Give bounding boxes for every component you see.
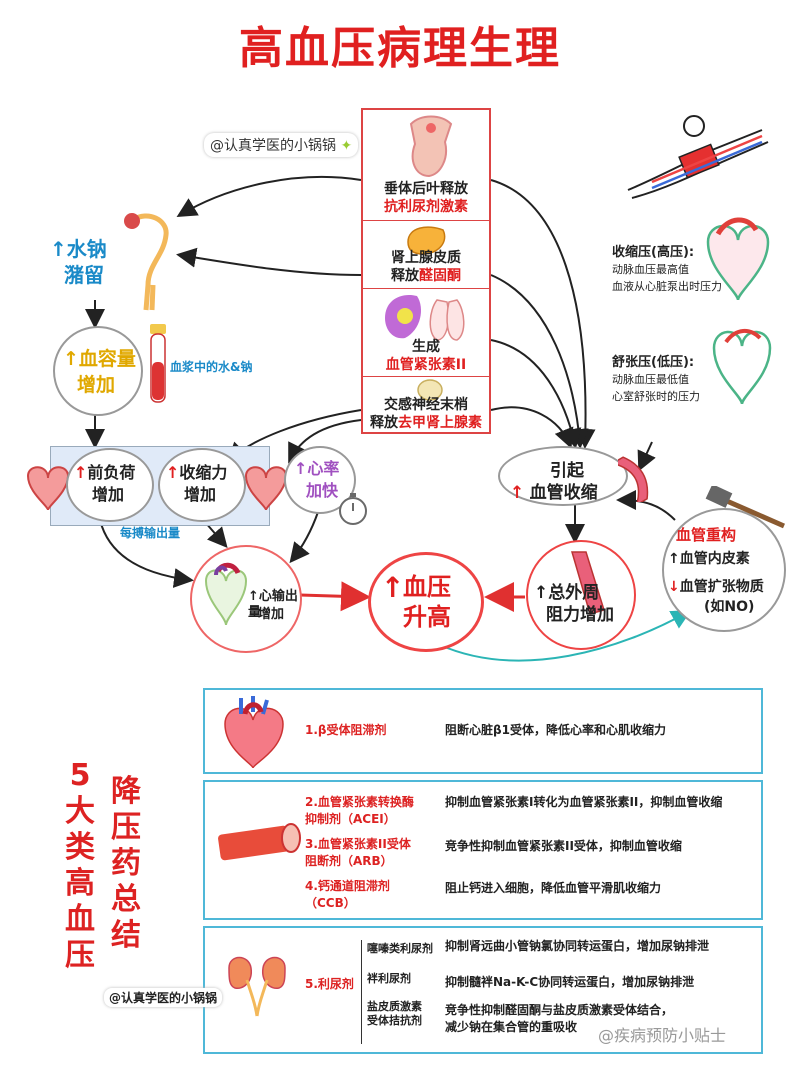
nerve-ending-icon: [417, 379, 443, 401]
remodeling-node: 血管重构 ↑血管内皮素 ↓血管扩张物质 (如NO): [662, 508, 786, 632]
mechanism-3-line2: 血管紧张素II: [385, 357, 467, 373]
water-sodium-node: ↑水钠 潴留: [50, 237, 107, 287]
mechanism-2-line2a: 释放: [391, 268, 419, 284]
mechanism-1-line2: 抗利尿剂激素: [384, 199, 468, 215]
drug-5-sub1-desc: 抑制肾远曲小管钠氯协同转运蛋白，增加尿钠排泄: [445, 939, 710, 953]
mechanism-3-line1: 生成: [412, 339, 440, 355]
drug-panel-diuretic: 5.利尿剂 噻嗪类利尿剂 抑制肾远曲小管钠氯协同转运蛋白，增加尿钠排泄 袢利尿剂…: [203, 926, 763, 1054]
drug-5-sub2-name: 袢利尿剂: [367, 972, 411, 985]
drug-1-name: 1.β受体阻滞剂: [305, 723, 387, 737]
adrenal-icon: [407, 226, 446, 255]
drug-3-desc: 竞争性抑制血管紧张素II受体，抑制血管收缩: [445, 839, 682, 853]
blood-volume-node: ↑血容量 增加: [53, 326, 143, 416]
drug-3-name: 3.血管紧张素II受体 阻断剂（ARB）: [305, 837, 411, 868]
drug-2-name: 2.血管紧张素转换酶 抑制剂（ACEI）: [305, 795, 414, 826]
side-title-col1: 5 大 类 高 血 压: [65, 758, 95, 973]
contractility-node: ↑收缩力 增加: [158, 448, 246, 522]
mechanism-box: 垂体后叶释放 抗利尿剂激素 肾上腺皮质 释放醛固酮 生成 血管紧张素II 交感神…: [361, 108, 491, 434]
mechanism-4-line2b: 去甲肾上腺素: [398, 415, 482, 431]
drug-5-sub1-name: 噻嗪类利尿剂: [367, 942, 433, 955]
mechanism-2-line2b: 醛固酮: [419, 268, 461, 284]
systolic-note: 收缩压(高压): 动脉血压最高值 血液从心脏泵出时压力: [612, 245, 722, 293]
side-title-col2: 降 压 药 总 结: [111, 774, 141, 953]
plasma-label: 血浆中的水&钠: [170, 360, 253, 374]
cardiac-output-node: ↑心输出量 增加: [190, 545, 302, 653]
constricted-vessel-icon: [618, 456, 649, 502]
peripheral-resistance-node: ↑总外周 阻力增加: [526, 540, 636, 650]
heart-systole-icon: [706, 217, 770, 301]
heart-muscle-icon: [244, 466, 288, 511]
mechanism-4-line2a: 释放: [370, 415, 398, 431]
sparkle-icon: ✦: [340, 138, 353, 154]
blood-vessel-icon: [218, 823, 301, 861]
divider: [363, 376, 489, 377]
mechanism-4-line1: 交感神经末梢: [384, 397, 468, 413]
heart-muscle-icon: [26, 466, 70, 511]
blood-tube-icon: [150, 324, 166, 403]
stroke-output-label: 每搏输出量: [120, 526, 181, 540]
drug-5-sub3-name: 盐皮质激素 受体拮抗剂: [367, 1000, 422, 1027]
kidney-tubule-icon: [124, 213, 169, 311]
heart-icon: [204, 562, 248, 626]
bp-rise-node: ↑ 血压 升高: [368, 552, 484, 652]
kidneys-icon: [228, 956, 286, 1017]
hammer-icon: [705, 486, 786, 529]
drug-panel-vascular: 2.血管紧张素转换酶 抑制剂（ACEI） 抑制血管紧张素I转化为血管紧张素II，…: [203, 780, 763, 920]
drug-panel-beta-blocker: 1.β受体阻滞剂 阻断心脏β1受体，降低心率和心肌收缩力: [203, 688, 763, 774]
lungs-liver-icon: [385, 294, 465, 341]
page-title: 高血压病理生理: [239, 23, 561, 74]
mechanism-1-line1: 垂体后叶释放: [384, 181, 468, 197]
pituitary-icon: [409, 115, 453, 178]
vessel-icon: [571, 551, 605, 615]
divider: [363, 220, 489, 221]
drug-5-name: 5.利尿剂: [305, 977, 354, 991]
heart-organ-icon: [224, 696, 284, 769]
preload-node: ↑前负荷 增加: [66, 448, 154, 522]
drug-1-desc: 阻断心脏β1受体，降低心率和心肌收缩力: [445, 723, 666, 737]
vasoconstriction-node: 引起 ↑ 血管收缩: [498, 446, 628, 506]
bp-cuff-arm-icon: [627, 115, 769, 199]
heart-diastole-icon: [712, 329, 772, 405]
bracket: [361, 940, 362, 1044]
watermark-corner: @疾病预防小贴士: [598, 1026, 727, 1045]
drug-5-sub2-desc: 抑制髓袢Na-K-C协同转运蛋白，增加尿钠排泄: [445, 975, 695, 989]
diastolic-note: 舒张压(低压): 动脉血压最低值 心室舒张时的压力: [612, 355, 700, 403]
drug-2-desc: 抑制血管紧张素I转化为血管紧张素II，抑制血管收缩: [445, 795, 723, 809]
mechanism-2-line1: 肾上腺皮质: [391, 250, 461, 266]
watermark-bottom: @认真学医的小锅锅: [104, 988, 223, 1007]
drug-4-desc: 阻止钙进入细胞，降低血管平滑肌收缩力: [445, 881, 662, 895]
watermark-top: @认真学医的小锅锅 ✦: [204, 133, 359, 157]
drug-5-sub3-desc: 竞争性抑制醛固酮与盐皮质激素受体结合， 减少钠在集合管的重吸收: [445, 1003, 674, 1034]
drug-4-name: 4.钙通道阻滞剂 （CCB）: [305, 879, 390, 910]
divider: [363, 288, 489, 289]
stopwatch-icon: [339, 493, 367, 525]
